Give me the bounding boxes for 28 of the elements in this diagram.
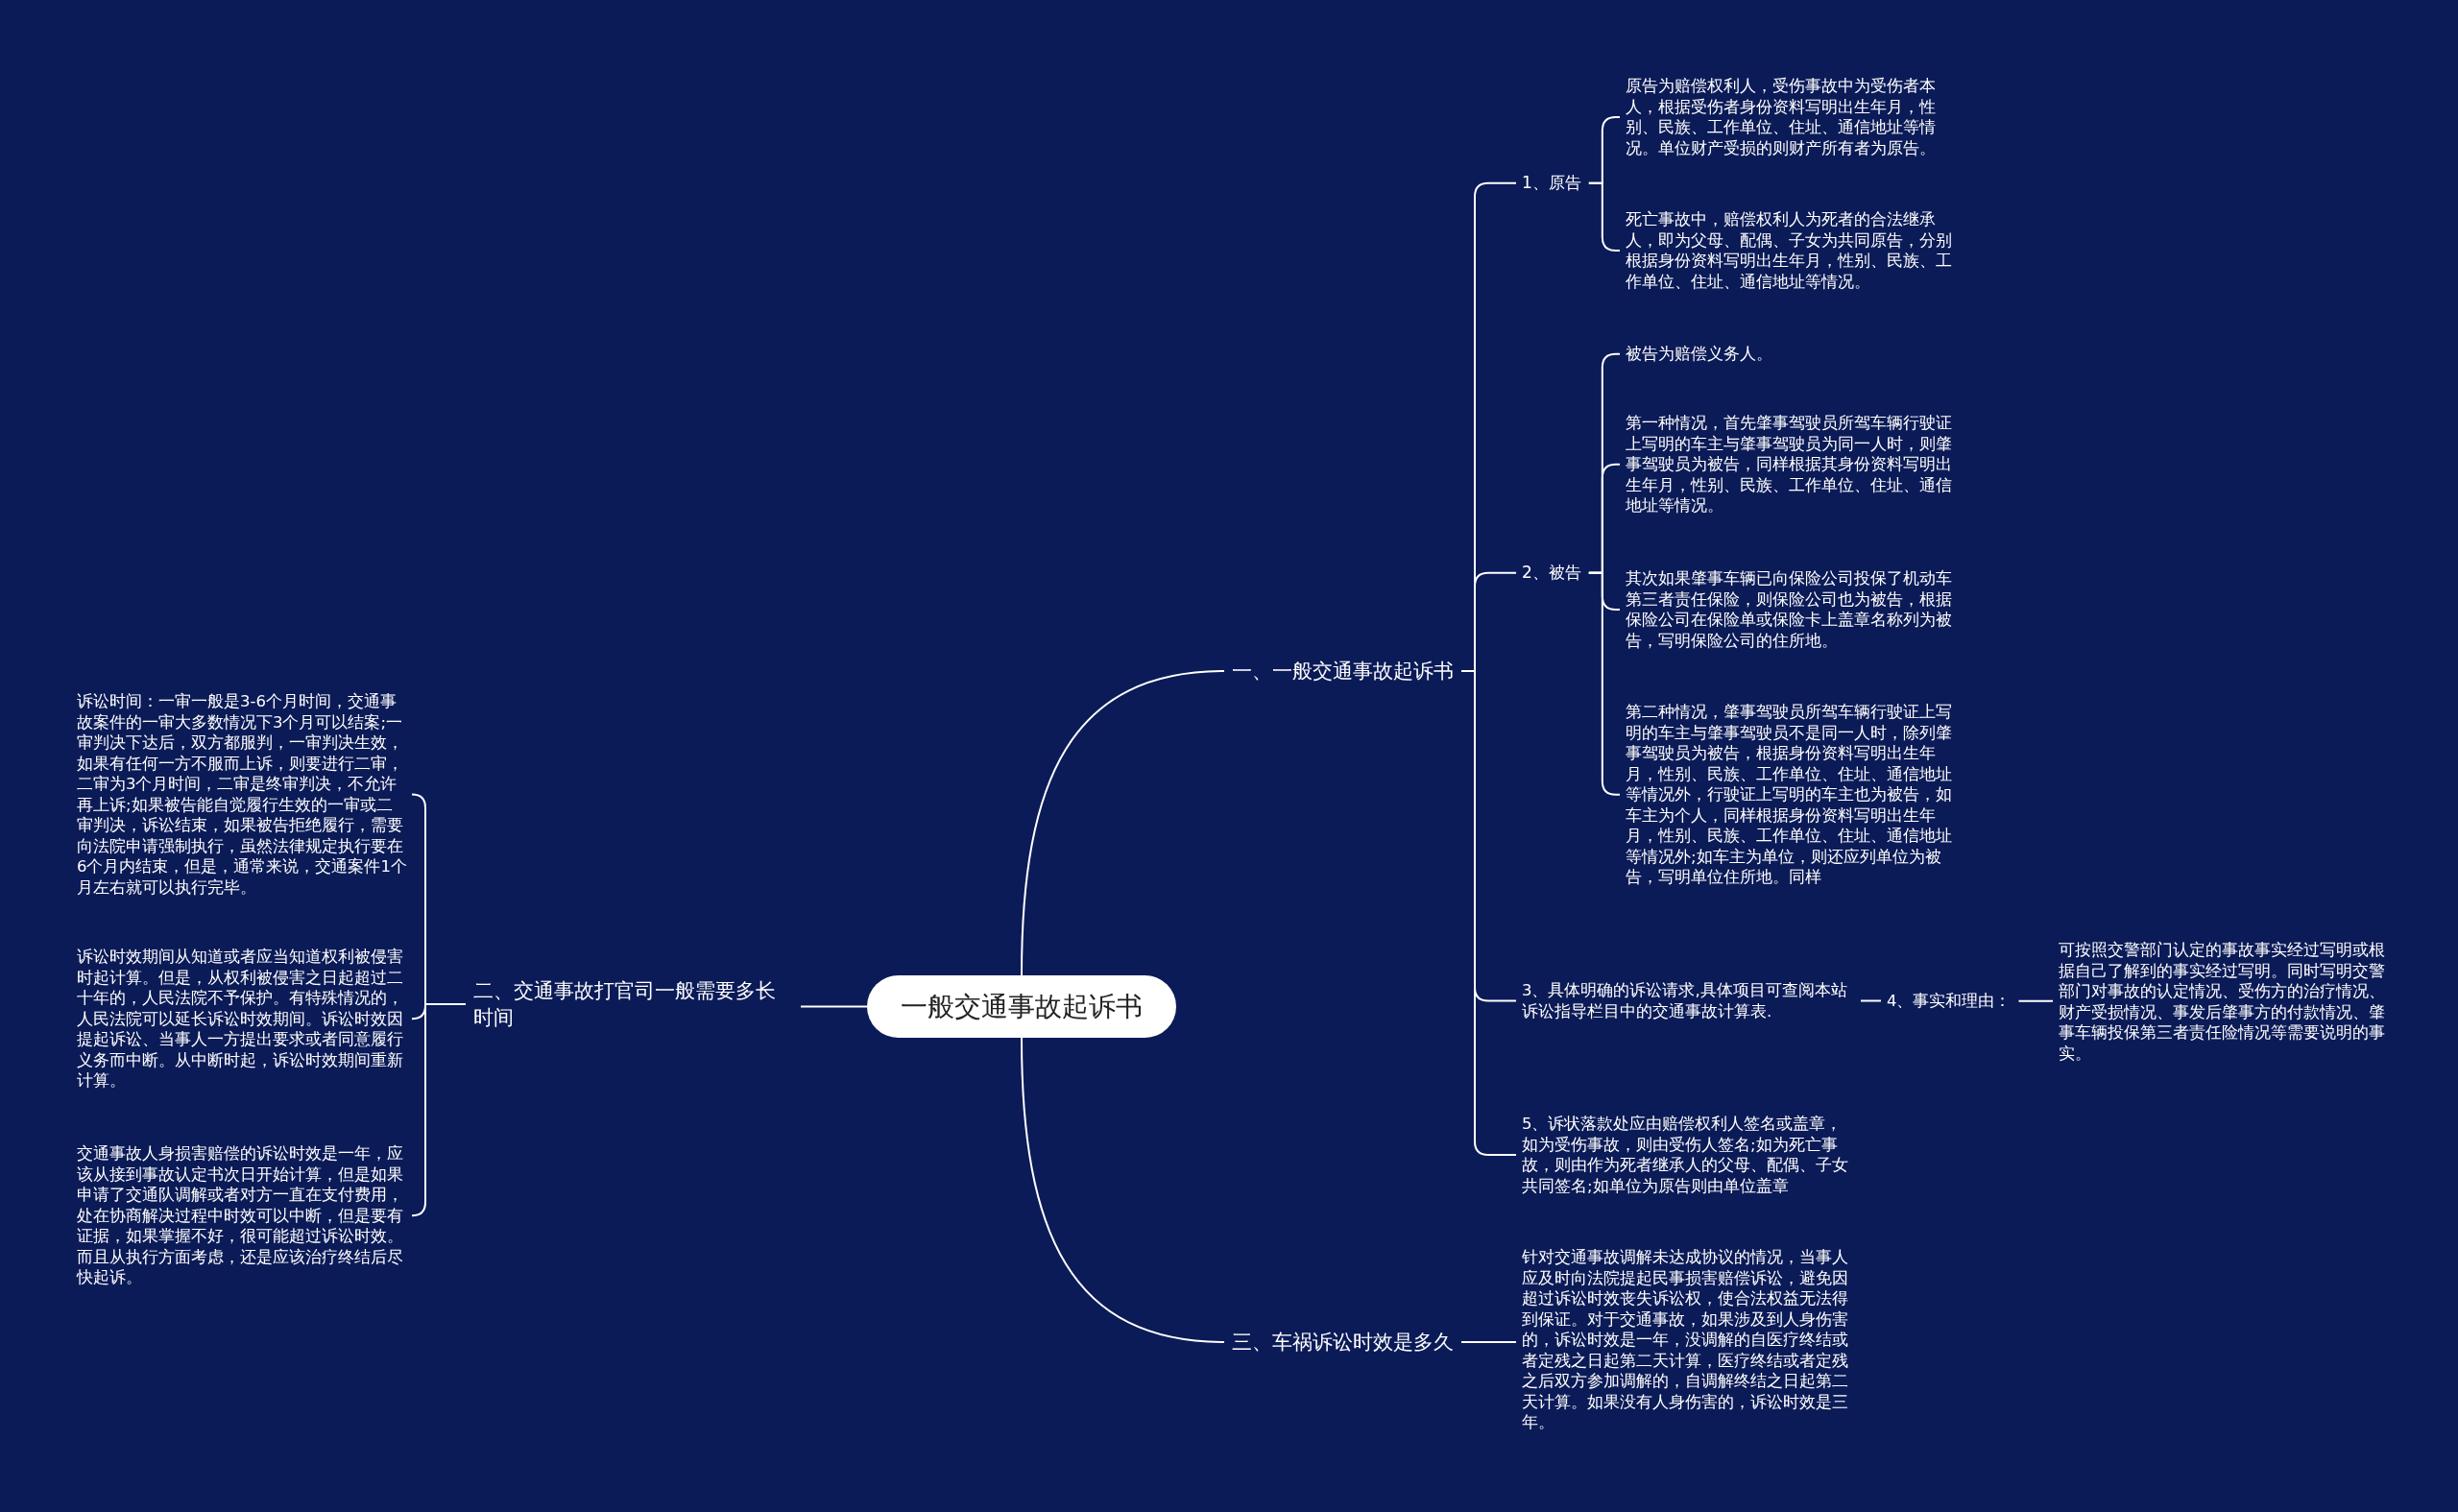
branch-topic: 三、车祸诉讼时效是多久	[1232, 1329, 1454, 1356]
note-text: 其次如果肇事车辆已向保险公司投保了机动车第三者责任保险，则保险公司也为被告，根据保险公司在保险单或保险卡上盖章名称列为被告，写明保险公司的住所地。	[1626, 568, 1957, 651]
branch-topic: 二、交通事故打官司一般需要多长时间	[473, 977, 795, 1031]
note-text: 可按照交警部门认定的事故事实经过写明或根据自己了解到的事实经过写明。同时写明交警部门对事故的认定情况、受伤方的治疗情况、财产受损情况、事发后肇事方的付款情况、肇事车辆投保第三者责任险情况等需要说明的事实。	[2059, 940, 2390, 1064]
note-text: 第一种情况，首先肇事驾驶员所驾车辆行驶证上写明的车主与肇事驾驶员为同一人时，则肇事驾驶员为被告，同样根据其身份资料写明出生年月，性别、民族、工作单位、住址、通信地址等情况。	[1626, 413, 1957, 516]
connector-line	[1460, 1341, 1517, 1343]
note-text: 5、诉状落款处应由赔偿权利人签名或盖章，如为受伤事故，则由受伤人签名;如为死亡事故，则由作为死者继承人的父母、配偶、子女共同签名;如单位为原告则由单位盖章	[1522, 1114, 1853, 1196]
note-text: 针对交通事故调解未达成协议的情况，当事人应及时向法院提起民事损害赔偿诉讼，避免因超过诉讼时效丧失诉讼权，使合法权益无法得到保证。对于交通事故，如果涉及到人身伤害的，诉讼时效是一年，没调解的自医疗终结或者定残之日起第二天计算，医疗终结或者定残之后双方参加调解的，自调解终结之日起第二天计算。如果没有人身伤害的，诉讼时效是三年。	[1522, 1247, 1853, 1433]
note-text: 4、事实和理由：	[1887, 991, 2012, 1012]
connector-line	[411, 1003, 467, 1217]
subtopic-label: 2、被告	[1522, 563, 1581, 584]
connector-line	[1021, 1037, 1225, 1343]
connector-line	[800, 1005, 868, 1008]
branch-topic: 一、一般交通事故起诉书	[1232, 658, 1454, 684]
note-text: 第二种情况，肇事驾驶员所驾车辆行驶证上写明的车主与肇事驾驶员不是同一人时，除列肇事驾驶员为被告，根据身份资料写明出生年月，性别、民族、工作单位、住址、通信地址等情况外，行驶证上写明的车主也为被告，如车主为个人，同样根据身份资料写明出生年月，性别、民族、工作单位、住址、通信地址等情况外;如车主为单位，则还应列单位为被告，写明单位住所地。同样	[1626, 702, 1957, 888]
note-text: 死亡事故中，赔偿权利人为死者的合法继承人，即为父母、配偶、子女为共同原告，分别根据身份资料写明出生年月，性别、民族、工作单位、住址、通信地址等情况。	[1626, 209, 1957, 292]
note-text: 诉讼时间：一审一般是3-6个月时间，交通事故案件的一审大多数情况下3个月可以结案;一审判决下达后，双方都服判，一审判决生效，如果有任何一方不服而上诉，则要进行二审，二审为3个月时间，二审是终审判决，不允许再上诉;如果被告能自觉履行生效的一审或二审判决，诉讼结束，如果被告拒绝履行，需要向法院申请强制执行，虽然法律规定执行要在6个月内结束，但是，通常来说，交通案件1个月左右就可以执行完毕。	[77, 691, 408, 898]
note-text: 诉讼时效期间从知道或者应当知道权利被侵害时起计算。但是，从权利被侵害之日起超过二十年的，人民法院不予保护。有特殊情况的，人民法院可以延长诉讼时效期间。诉讼时效因提起诉讼、当事人一方提出要求或者同意履行义务而中断。从中断时起，诉讼时效期间重新计算。	[77, 947, 408, 1092]
connector-line	[1860, 999, 1882, 1002]
note-text: 3、具体明确的诉讼请求,具体项目可查阅本站诉讼指导栏目中的交通事故计算表.	[1522, 980, 1853, 1021]
connector-line	[1460, 670, 1517, 1156]
note-text: 原告为赔偿权利人，受伤事故中为受伤者本人，根据受伤者身份资料写明出生年月，性别、民族、工作单位、住址、通信地址等情况。单位财产受损的则财产所有者为原告。	[1626, 76, 1957, 158]
note-text: 被告为赔偿义务人。	[1626, 344, 1957, 365]
note-text: 交通事故人身损害赔偿的诉讼时效是一年，应该从接到事故认定书次日开始计算，但是如果申请了交通队调解或者对方一直在支付费用，处在协商解决过程中时效可以中断，但是要有证据，如果掌握不好，很可能超过诉讼时效。而且从执行方面考虑，还是应该治疗终结后尽快起诉。	[77, 1143, 408, 1288]
connector-line	[1021, 670, 1225, 976]
connector-line	[2017, 999, 2054, 1002]
central-topic: 一般交通事故起诉书	[867, 975, 1176, 1038]
subtopic-label: 1、原告	[1522, 173, 1581, 194]
